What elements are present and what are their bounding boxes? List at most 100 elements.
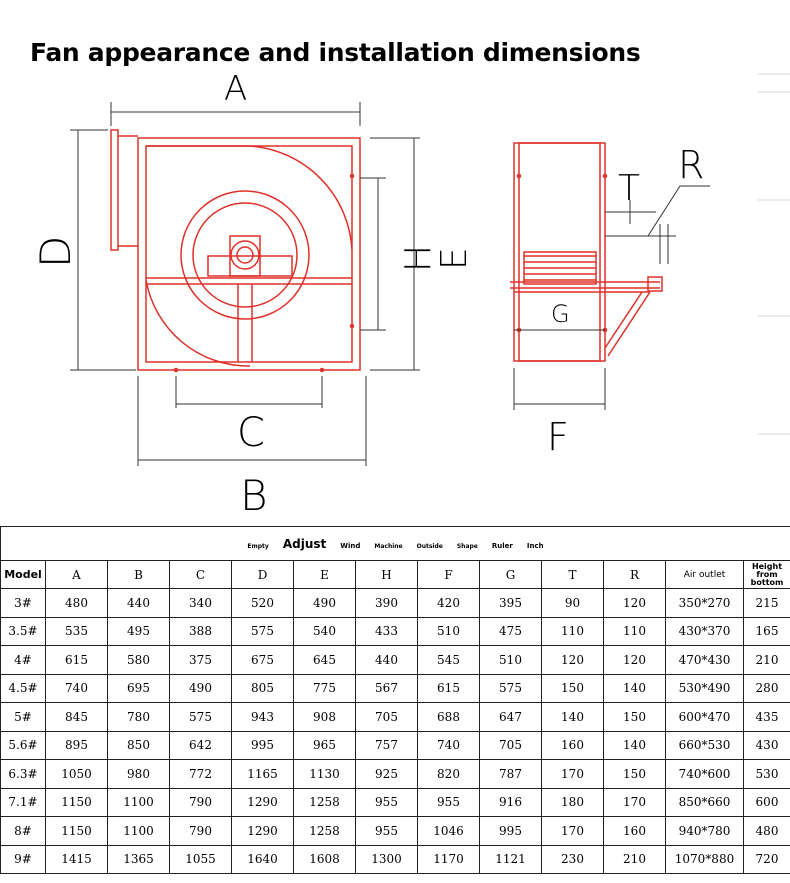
column-header: H [355,560,418,589]
fan-dimension-drawing: A B C D H E [31,69,710,520]
table-cell: 820 [417,759,480,789]
table-cell: 170 [541,816,604,846]
model-cell: 4.5# [0,673,46,703]
table-cell: 170 [541,759,604,789]
table-cell: 1170 [417,844,480,874]
table-cell: 916 [479,787,542,817]
table-cell: 925 [355,759,418,789]
column-header: E [293,560,356,589]
column-header: G [479,560,542,589]
table-cell: 210 [743,645,790,675]
table-cell: 530 [743,759,790,789]
column-header: R [603,560,666,589]
table-cell: 1258 [293,787,356,817]
table-caption: Empty Adjust Wind Machine Outside Shape … [2,537,789,551]
dimensions-table: Empty Adjust Wind Machine Outside Shape … [0,526,790,874]
table-cell: 1100 [107,787,170,817]
table-cell: 995 [231,730,294,760]
table-cell: 210 [603,844,666,874]
table-cell: 940*780 [665,816,744,846]
table-cell: 995 [479,816,542,846]
table-cell: 943 [231,702,294,732]
table-cell: 510 [417,616,480,646]
model-cell: 6.3# [0,759,46,789]
caption-word: Machine [374,542,403,550]
table-cell: 545 [417,645,480,675]
table-cell: 165 [743,616,790,646]
table-cell: 1290 [231,816,294,846]
dim-label-d: D [31,236,80,268]
dim-label-h: H [398,245,439,272]
column-header: A [45,560,108,589]
table-cell: 645 [293,645,356,675]
table-cell: 340 [169,588,232,618]
table-cell: 1050 [45,759,108,789]
table-cell: 375 [169,645,232,675]
table-cell: 908 [293,702,356,732]
table-cell: 790 [169,787,232,817]
table-cell: 955 [355,787,418,817]
table-cell: 615 [45,645,108,675]
table-cell: 395 [479,588,542,618]
table-cell: 140 [603,730,666,760]
edge-decoration [758,73,790,435]
table-cell: 150 [541,673,604,703]
caption-word: Adjust [282,536,327,551]
front-view [110,129,361,373]
table-cell: 120 [541,645,604,675]
table-cell: 388 [169,616,232,646]
caption-word: Wind [340,541,361,550]
table-cell: 170 [603,787,666,817]
dim-label-g: G [551,300,570,328]
model-cell: 3.5# [0,616,46,646]
side-view-dimensions [513,185,710,410]
model-cell: 3# [0,588,46,618]
table-cell: 575 [231,616,294,646]
table-cell: 688 [417,702,480,732]
table-cell: 160 [603,816,666,846]
front-view-dimensions [70,102,420,466]
table-cell: 965 [293,730,356,760]
table-header-row: Model A B C D E H F G T R Air outlet Hei… [0,560,790,589]
table-cell: 705 [355,702,418,732]
table-cell: 110 [603,616,666,646]
table-cell: 1640 [231,844,294,874]
table-cell: 440 [107,588,170,618]
table-cell: 615 [417,673,480,703]
table-cell: 90 [541,588,604,618]
table-cell: 850 [107,730,170,760]
column-header: B [107,560,170,589]
table-cell: 1130 [293,759,356,789]
table-cell: 1258 [293,816,356,846]
column-header: C [169,560,232,589]
dim-label-a: A [224,69,247,109]
table-cell: 120 [603,588,666,618]
table-cell: 675 [231,645,294,675]
dim-label-f: F [547,415,569,459]
table-cell: 435 [743,702,790,732]
caption-word: Outside [416,542,443,550]
table-cell: 150 [603,702,666,732]
table-cell: 775 [293,673,356,703]
dim-label-t: T [618,168,640,209]
table-cell: 575 [169,702,232,732]
dim-label-b: B [240,471,268,520]
table-cell: 1046 [417,816,480,846]
table-cell: 850*660 [665,787,744,817]
table-cell: 140 [541,702,604,732]
side-view [510,142,663,362]
table-cell: 480 [743,816,790,846]
column-header: F [417,560,480,589]
table-cell: 215 [743,588,790,618]
caption-word: Inch [526,541,544,550]
table-cell: 600*470 [665,702,744,732]
table-cell: 433 [355,616,418,646]
model-cell: 9# [0,844,46,874]
table-cell: 1055 [169,844,232,874]
